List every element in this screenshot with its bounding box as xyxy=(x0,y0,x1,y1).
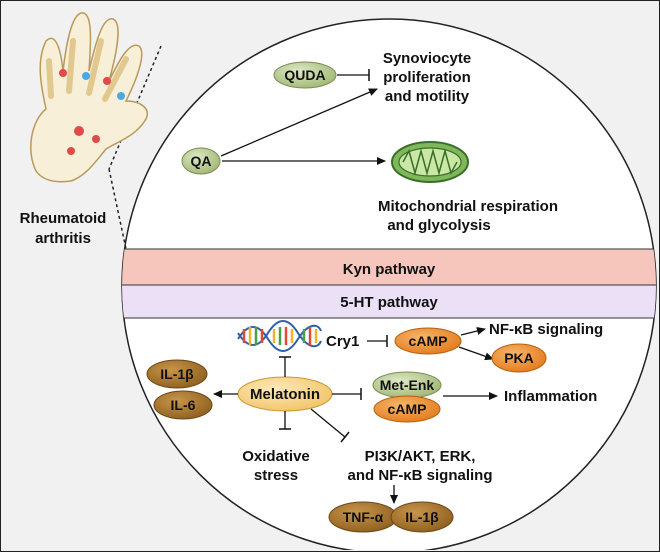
ra-caption-line1: Rheumatoid xyxy=(20,210,107,227)
il6-label: IL-6 xyxy=(171,397,196,413)
qa-to-synoviocyte-arrow xyxy=(220,88,378,157)
camp-to-pka-arrow xyxy=(458,346,494,361)
pka-label: PKA xyxy=(504,350,534,366)
ht-band xyxy=(122,284,656,319)
zoom-line-bottom xyxy=(108,168,127,250)
melatonin-to-pi3k-bar xyxy=(340,431,350,443)
camp-bottom-node xyxy=(373,395,441,423)
mito-line1: Mitochondrial respiration xyxy=(378,198,558,215)
il1b-node xyxy=(146,359,208,389)
quda-node xyxy=(273,61,337,89)
kyn-band-label: Kyn pathway xyxy=(343,261,436,278)
pi3k-line2: and NF-κB signaling xyxy=(347,467,492,484)
oxidative-line2: stress xyxy=(254,467,298,484)
nfkb-signaling-label: NF-κB signaling xyxy=(489,321,603,338)
pi3k-line1: PI3K/AKT, ERK, xyxy=(365,448,476,465)
hand-illustration xyxy=(30,12,148,183)
tnfa-label: TNF-α xyxy=(343,509,384,525)
mitochondrion-icon xyxy=(391,141,469,183)
kyn-band xyxy=(122,248,656,286)
il1b-bottom-label: IL-1β xyxy=(405,509,439,525)
qa-label: QA xyxy=(191,153,212,169)
ht-band-label: 5-HT pathway xyxy=(340,294,438,311)
synoviocyte-line1: Synoviocyte xyxy=(383,50,471,67)
mito-line2: and glycolysis xyxy=(387,217,490,234)
camp-to-nfkb-arrow xyxy=(460,327,486,336)
camp-bottom-label: cAMP xyxy=(388,401,427,417)
met-enk-label: Met-Enk xyxy=(380,377,435,393)
melatonin-label: Melatonin xyxy=(250,386,320,403)
dna-helix-icon xyxy=(237,320,322,352)
il6-node xyxy=(153,390,213,420)
camp-top-label: cAMP xyxy=(409,333,448,349)
pka-node xyxy=(491,343,547,373)
oxidative-line1: Oxidative xyxy=(242,448,310,465)
camp-top-node xyxy=(394,327,462,355)
inflammation-label: Inflammation xyxy=(504,388,597,405)
melatonin-to-pi3k-line xyxy=(310,408,346,438)
il1b-label: IL-1β xyxy=(160,366,194,382)
cry1-label: Cry1 xyxy=(326,333,359,350)
synoviocyte-line3: and motility xyxy=(385,88,470,105)
il1b-bottom-node xyxy=(390,501,454,533)
synoviocyte-line2: proliferation xyxy=(383,69,471,86)
ra-caption-line2: arthritis xyxy=(35,230,91,247)
quda-label: QUDA xyxy=(284,67,325,83)
qa-node xyxy=(181,147,221,175)
